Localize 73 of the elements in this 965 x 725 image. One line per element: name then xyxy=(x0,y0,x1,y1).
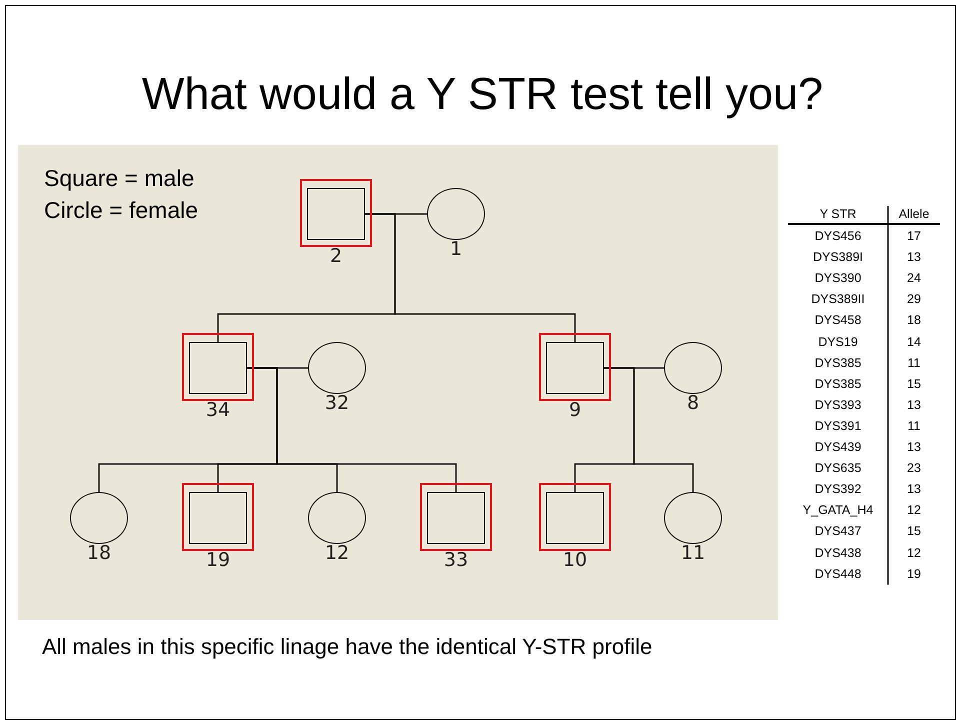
female-circle xyxy=(664,342,722,394)
descent-line xyxy=(247,367,457,492)
highlight-frame xyxy=(300,179,372,247)
table-cell-text: DYS448 xyxy=(814,566,862,582)
table-cell-text: 12 xyxy=(906,544,922,560)
female-circle xyxy=(308,342,366,394)
male-square xyxy=(427,492,485,544)
slide-title: What would a Y STR test tell you? xyxy=(140,68,824,120)
female-circle xyxy=(308,492,366,544)
female-circle xyxy=(664,492,722,544)
male-square xyxy=(189,492,247,544)
column-header: Allele xyxy=(898,206,930,222)
individual-number: 32 xyxy=(324,392,350,414)
table-cell-text: DYS390 xyxy=(814,270,862,286)
table-cell-text: DYS389II xyxy=(810,291,866,308)
key-text: Circle = female xyxy=(44,197,198,224)
table-cell-text: 17 xyxy=(906,228,922,244)
individual-number: 2 xyxy=(328,245,344,267)
male-square xyxy=(546,492,604,544)
table-cell-text: DYS437 xyxy=(814,523,862,540)
table-cell-text: 24 xyxy=(906,270,922,286)
table-cell-text: 15 xyxy=(906,376,922,392)
table-cell-text: DYS456 xyxy=(814,228,862,244)
table-cell-text: DYS385 xyxy=(814,354,862,371)
individual-number: 12 xyxy=(324,542,350,564)
table-cell-text: 11 xyxy=(906,354,922,371)
table-cell-text: DYS635 xyxy=(814,460,862,476)
table-cell-text: 13 xyxy=(906,439,922,455)
male-square xyxy=(307,188,365,240)
table-cell-text: 12 xyxy=(906,502,922,518)
highlight-frame xyxy=(420,483,492,551)
table-cell-text: 18 xyxy=(906,312,922,328)
individual-number: 11 xyxy=(680,542,706,564)
individual-number: 10 xyxy=(562,549,588,571)
table-cell-text: 13 xyxy=(906,396,922,413)
individual-number: 8 xyxy=(686,392,700,414)
table-cell-text: DYS438 xyxy=(814,544,862,560)
table-cell-text: DYS389I xyxy=(812,249,864,266)
table-cell-text: Y_GATA_H4 xyxy=(802,502,874,518)
caption: All males in this specific linage have the identical Y-STR profile xyxy=(42,634,652,660)
table-cell-text: 13 xyxy=(906,249,922,266)
table-cell-text: DYS439 xyxy=(814,439,862,455)
female-circle xyxy=(427,188,485,240)
table-cell-text: 14 xyxy=(906,334,922,350)
individual-number: 33 xyxy=(442,549,470,571)
female-circle xyxy=(70,492,128,544)
male-square xyxy=(546,342,604,394)
key-text: Square = male xyxy=(44,165,194,192)
highlight-frame xyxy=(539,333,611,401)
table-cell-text: DYS458 xyxy=(814,312,862,328)
table-cell-text: DYS391 xyxy=(814,418,862,434)
table-cell-text: 19 xyxy=(906,566,922,582)
individual-number: 1 xyxy=(448,238,464,260)
table-cell-text: 15 xyxy=(906,523,922,540)
individual-number: 19 xyxy=(204,549,232,571)
column-header: Y STR xyxy=(818,206,858,222)
individual-number: 9 xyxy=(568,399,582,421)
table-cell-text: 29 xyxy=(906,291,922,308)
male-square xyxy=(189,342,247,394)
highlight-frame xyxy=(182,333,254,401)
highlight-frame xyxy=(182,483,254,551)
descent-line xyxy=(365,213,576,342)
table-cell-text: 13 xyxy=(906,481,922,498)
highlight-frame xyxy=(539,483,611,551)
individual-number: 18 xyxy=(86,542,112,564)
table-cell-text: DYS392 xyxy=(814,481,862,498)
table-cell-text: DYS19 xyxy=(817,334,859,350)
table-cell-text: 23 xyxy=(906,460,922,476)
descent-line xyxy=(604,367,694,492)
table-cell-text: 11 xyxy=(906,418,922,434)
table-cell-text: DYS385 xyxy=(814,376,862,392)
table-cell-text: DYS393 xyxy=(814,396,862,413)
individual-number: 34 xyxy=(204,399,232,421)
